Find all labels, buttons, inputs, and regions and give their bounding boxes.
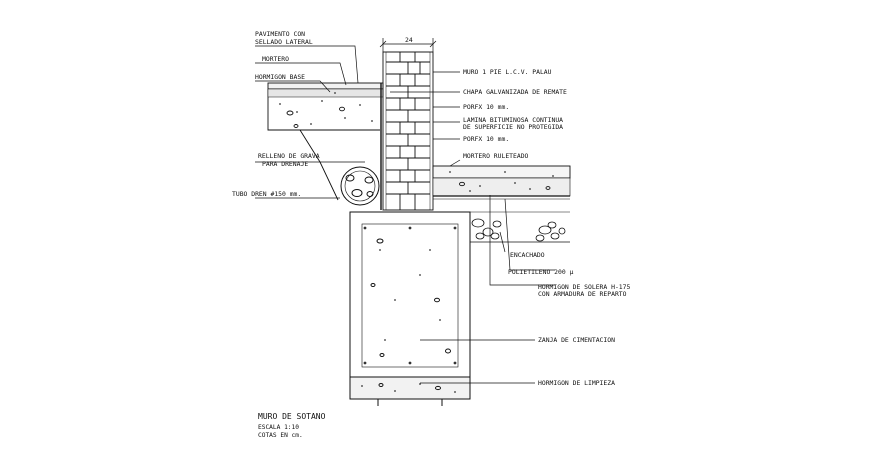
label-pavimento-line2: SELLADO LATERAL (255, 38, 313, 46)
label-solera-line2: CON ARMADURA DE REPARTO (538, 290, 627, 298)
label-tubo-dren: TUBO DREN #150 mm. (232, 190, 301, 198)
label-chapa: CHAPA GALVANIZADA DE REMATE (463, 88, 567, 96)
label-hormigon-base: HORMIGON BASE (255, 73, 305, 81)
label-solera-line1: HORMIGON DE SOLERA H-175 (538, 283, 630, 291)
drawing-title: MURO DE SOTANO (258, 412, 326, 421)
wall-dimension (379, 38, 437, 52)
label-mortero: MORTERO (262, 55, 289, 63)
dimension-24: 24 (405, 36, 413, 44)
label-lamina-line1: LAMINA BITUMINOSA CONTINUA (463, 116, 563, 124)
drawing-scale: ESCALA 1:10 (258, 424, 299, 431)
leader-lines (255, 45, 555, 384)
label-lamina-line2: DE SUPERFICIE NO PROTEGIDA (463, 123, 563, 131)
label-relleno-line1: RELLENO DE GRAVA (258, 152, 320, 160)
label-encachado: ENCACHADO (510, 251, 545, 259)
annotations: PAVIMENTO CON SELLADO LATERAL MORTERO HO… (232, 30, 630, 439)
label-porex-2: PORFX 10 mm. (463, 135, 509, 143)
label-polietileno: POLIETILENO 200 μ (508, 268, 574, 276)
label-limpieza: HORMIGON DE LIMPIEZA (538, 379, 615, 387)
interior-slab (432, 165, 571, 200)
label-muro: MURO 1 PIE L.C.V. PALAU (463, 68, 552, 76)
gravel-fill (299, 129, 380, 201)
lean-concrete (349, 376, 471, 406)
left-floor-slab (267, 82, 384, 131)
drain-pipe (340, 166, 380, 206)
label-mortero-ruleteado: MORTERO RULETEADO (463, 152, 529, 160)
drawing-units: COTAS EN cm. (258, 432, 303, 439)
label-zanja: ZANJA DE CIMENTACION (538, 336, 615, 344)
label-pavimento-line1: PAVIMENTO CON (255, 30, 305, 38)
brick-wall (380, 51, 434, 211)
label-relleno-line2: PARA DRENAJE (262, 160, 308, 168)
label-porex-1: PORFX 10 mm. (463, 103, 509, 111)
foundation-footing (349, 211, 471, 378)
gravel-bed (470, 211, 570, 243)
